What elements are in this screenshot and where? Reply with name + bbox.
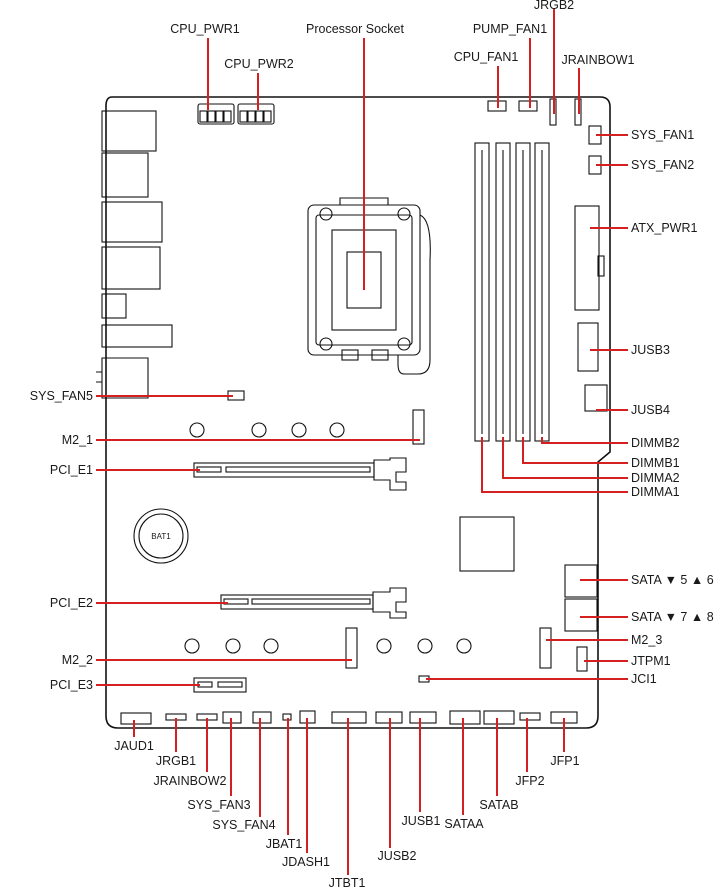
- label-dimma1: DIMMA1: [631, 485, 680, 499]
- label-pci-e2: PCI_E2: [50, 596, 93, 610]
- cmos-battery: BAT1: [133, 508, 189, 564]
- label-jci1: JCI1: [631, 672, 657, 686]
- label-sys-fan1: SYS_FAN1: [631, 128, 694, 142]
- label-jfp2: JFP2: [515, 774, 544, 788]
- label-jrgb2: JRGB2: [534, 0, 574, 12]
- label-processor-socket: Processor Socket: [306, 22, 404, 36]
- label-jusb4: JUSB4: [631, 403, 670, 417]
- label-jusb3: JUSB3: [631, 343, 670, 357]
- processor-socket: [307, 197, 431, 375]
- rear-io-panel: [96, 110, 173, 399]
- label-sata-56: SATA ▼ 5 ▲ 6: [631, 573, 714, 587]
- label-m2-1: M2_1: [62, 433, 93, 447]
- cpu-power-connectors: [197, 103, 275, 125]
- label-jtpm1: JTPM1: [631, 654, 671, 668]
- label-jrgb1: JRGB1: [156, 754, 196, 768]
- label-cpu-pwr2: CPU_PWR2: [224, 57, 294, 71]
- label-m2-2: M2_2: [62, 653, 93, 667]
- label-sata-78: SATA ▼ 7 ▲ 8: [631, 610, 714, 624]
- bat1-text: BAT1: [151, 532, 171, 541]
- label-sys-fan5: SYS_FAN5: [30, 389, 93, 403]
- labels-right: SYS_FAN1 SYS_FAN2 ATX_PWR1 JUSB3 JUSB4 D…: [631, 128, 714, 686]
- label-jusb2: JUSB2: [378, 849, 417, 863]
- label-sys-fan2: SYS_FAN2: [631, 158, 694, 172]
- label-dimmb1: DIMMB1: [631, 456, 680, 470]
- label-jaud1: JAUD1: [114, 739, 154, 753]
- label-jfp1: JFP1: [550, 754, 579, 768]
- label-jdash1: JDASH1: [282, 855, 330, 869]
- board-outline: [105, 96, 611, 729]
- label-jrainbow1: JRAINBOW1: [562, 53, 635, 67]
- label-jrainbow2: JRAINBOW2: [154, 774, 227, 788]
- label-dimma2: DIMMA2: [631, 471, 680, 485]
- label-sataa: SATAA: [444, 817, 484, 831]
- labels-top: CPU_PWR1 Processor Socket JRGB2 PUMP_FAN…: [170, 0, 634, 71]
- m2-standoffs: [184, 422, 472, 654]
- label-dimmb2: DIMMB2: [631, 436, 680, 450]
- label-jusb1: JUSB1: [402, 814, 441, 828]
- chipset-and-sata: [418, 516, 598, 683]
- label-m2-3: M2_3: [631, 633, 662, 647]
- label-sys-fan3: SYS_FAN3: [187, 798, 250, 812]
- dimm-slots: [474, 142, 550, 442]
- label-atx-pwr1: ATX_PWR1: [631, 221, 697, 235]
- label-satab: SATAB: [479, 798, 518, 812]
- label-jtbt1: JTBT1: [329, 876, 366, 888]
- label-cpu-pwr1: CPU_PWR1: [170, 22, 240, 36]
- label-pump-fan1: PUMP_FAN1: [473, 22, 547, 36]
- label-cpu-fan1: CPU_FAN1: [454, 50, 519, 64]
- label-pci-e3: PCI_E3: [50, 678, 93, 692]
- top-right-headers: [487, 98, 608, 412]
- labels-left: SYS_FAN5 M2_1 PCI_E1 PCI_E2 M2_2 PCI_E3: [30, 389, 93, 692]
- leader-lines: [96, 8, 628, 875]
- labels-bottom: JAUD1 JRGB1 JRAINBOW2 SYS_FAN3 SYS_FAN4 …: [114, 739, 579, 888]
- label-jbat1: JBAT1: [266, 837, 303, 851]
- label-sys-fan4: SYS_FAN4: [212, 818, 275, 832]
- label-pci-e1: PCI_E1: [50, 463, 93, 477]
- pcie-slots: [193, 457, 407, 693]
